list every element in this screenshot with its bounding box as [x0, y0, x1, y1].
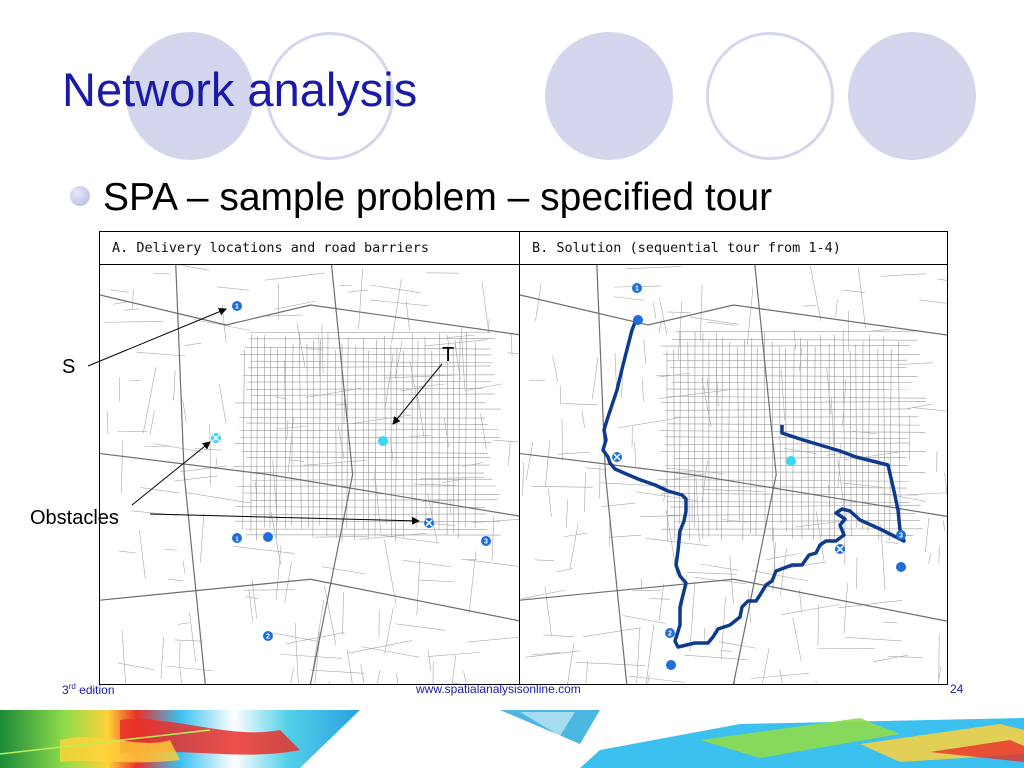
marker-2-b: 2 [665, 628, 675, 638]
target-marker-a [378, 436, 388, 446]
deco-circle-4 [706, 32, 834, 160]
obstacle-marker-cyan-a [211, 433, 221, 443]
tour-marker-2 [666, 660, 676, 670]
panel-a-caption: A. Delivery locations and road barriers [100, 232, 521, 265]
marker-1-a: 1 [232, 301, 242, 311]
barrier-marker-b2 [835, 544, 845, 554]
street-network-b [520, 265, 947, 684]
marker-2-a: 2 [263, 631, 273, 641]
deco-circle-1 [126, 32, 254, 160]
deco-circle-3 [545, 32, 673, 160]
arrow-t [392, 363, 443, 425]
tour-marker-1 [633, 315, 643, 325]
marker-1-b: 1 [632, 283, 642, 293]
svg-text:1: 1 [235, 537, 239, 543]
arrow-obstacle-2 [149, 513, 420, 525]
svg-text:3: 3 [484, 539, 488, 546]
label-obstacles: Obstacles [30, 507, 119, 529]
street-network-a [100, 265, 521, 684]
map-panel-b: B. Solution (sequential tour from 1-4) [519, 231, 948, 685]
street-map-a: 1 [100, 265, 521, 684]
svg-text:2: 2 [266, 634, 270, 641]
footer-page-number: 24 [950, 682, 964, 696]
decorative-banner [0, 710, 1024, 768]
svg-text:1: 1 [235, 304, 239, 311]
street-map-b [520, 265, 947, 684]
arrow-obstacle-1 [131, 441, 211, 506]
delivery-marker-2 [263, 532, 273, 542]
svg-text:2: 2 [668, 631, 672, 638]
obstacle-marker-blue-a [424, 518, 434, 528]
target-marker-b [786, 456, 796, 466]
barrier-marker-b1 [612, 452, 622, 462]
label-s: S [62, 356, 76, 378]
footer-url: www.spatialanalysisonline.com [416, 682, 581, 696]
bullet-icon [70, 186, 90, 206]
delivery-marker-1: 1 [232, 533, 242, 543]
arrow-s [87, 307, 227, 367]
bullet-text: SPA – sample problem – specified tour [103, 176, 773, 219]
page-title: Network analysis [62, 63, 418, 116]
deco-circle-2 [266, 32, 394, 160]
svg-text:3: 3 [899, 533, 903, 540]
marker-3-a: 3 [481, 536, 491, 546]
panel-b-caption: B. Solution (sequential tour from 1-4) [520, 232, 947, 265]
deco-circle-5 [848, 32, 976, 160]
map-panel-a: A. Delivery locations and road barriers … [99, 231, 522, 685]
svg-text:1: 1 [635, 286, 639, 293]
footer-edition: 3rd edition [62, 682, 115, 697]
tour-route-line [601, 319, 906, 649]
marker-3-b: 3 [896, 530, 906, 540]
label-t: T [442, 344, 455, 366]
tour-marker-3 [896, 562, 906, 572]
